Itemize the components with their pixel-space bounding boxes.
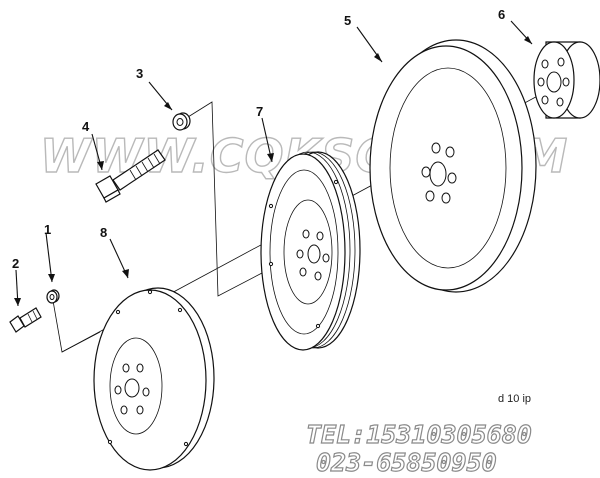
- callout-5: 5: [344, 13, 351, 28]
- part-2-bolt: [9, 307, 42, 333]
- part-8-flange: [93, 287, 215, 471]
- part-6-spacer: [533, 41, 600, 119]
- callout-labels: 1 2 3 4 5 6 7 8: [12, 7, 505, 271]
- part-3-washer: [172, 112, 191, 131]
- callout-7: 7: [256, 104, 263, 119]
- callout-2: 2: [12, 256, 19, 271]
- leader-lines: [14, 20, 533, 307]
- watermark-tel: TEL:15310305680: [306, 420, 532, 449]
- part-5-damper: [369, 39, 537, 293]
- callout-4: 4: [82, 119, 90, 134]
- part-7-pulley: [260, 151, 361, 351]
- callout-1: 1: [44, 222, 51, 237]
- reference-code: d 10 ip: [498, 393, 531, 405]
- callout-6: 6: [498, 7, 505, 22]
- contact-watermark: TEL:15310305680 023-65850950: [305, 419, 532, 477]
- part-4-bolt: [95, 149, 166, 203]
- callout-3: 3: [136, 66, 143, 81]
- watermark-phone: 023-65850950: [316, 448, 497, 477]
- callout-8: 8: [100, 225, 107, 240]
- part-1-washer: [46, 289, 60, 304]
